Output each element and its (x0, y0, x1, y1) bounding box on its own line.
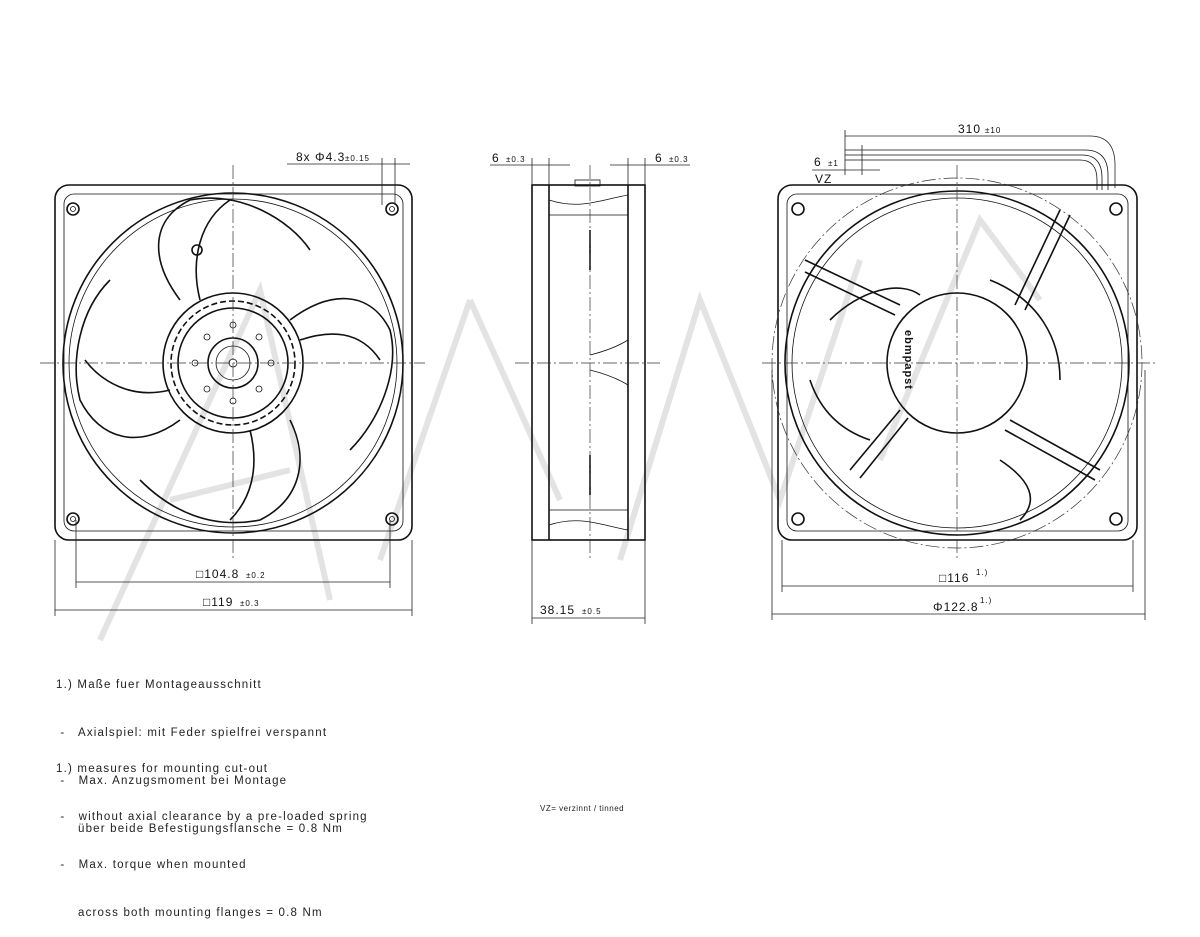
hole-spacing-dimension: □104.8 (196, 567, 239, 581)
front-view-inlet (40, 165, 425, 560)
strip-tolerance: ±1 (828, 159, 839, 168)
frame-tolerance: ±0.3 (240, 599, 260, 608)
note-title: 1.) measures for mounting cut-out (56, 763, 269, 775)
cable (845, 149, 1109, 190)
cutout-square-ref: 1.) (976, 568, 988, 577)
watermark (97, 214, 1043, 642)
note-line: across both mounting flanges = 0.8 Nm (56, 907, 323, 919)
note-line: - Axialspiel: mit Feder spielfrei verspa… (56, 727, 328, 739)
depth-tolerance: ±0.5 (582, 607, 602, 616)
struts (804, 209, 1101, 481)
holes-tolerance: ±0.15 (345, 154, 370, 163)
side-view (515, 165, 660, 560)
dimensions: 8x Φ4.3 ±0.15 6 ±0.3 6 ±0.3 □104.8 ±0.2 … (54, 122, 1146, 624)
brand-label: ebmpapst (902, 330, 914, 390)
notes-english: 1.) measures for mounting cut-out - with… (56, 729, 368, 937)
mounting-hole (66, 202, 399, 526)
frame-dimension: □119 (203, 595, 233, 609)
cutout-diameter-ref: 1.) (980, 596, 992, 605)
depth-dimension: 38.15 (540, 603, 575, 617)
side-right-tolerance: ±0.3 (669, 155, 689, 164)
cable-length-tolerance: ±10 (985, 126, 1001, 135)
strip-dimension: 6 (814, 155, 822, 169)
mounting-hole (791, 202, 1123, 526)
holes-dimension: 8x Φ4.3 (296, 150, 345, 164)
strip-note: VZ (815, 172, 832, 186)
footer-note: VZ= verzinnt / tinned (540, 804, 625, 813)
cutout-square-dimension: □116 (939, 571, 969, 585)
back-view-outlet: ebmpapst (762, 149, 1155, 560)
side-left-tolerance: ±0.3 (506, 155, 526, 164)
cutout-diameter-dimension: Φ122.8 (933, 600, 979, 614)
hole-spacing-tolerance: ±0.2 (246, 571, 266, 580)
note-line: - without axial clearance by a pre-loade… (56, 811, 368, 823)
cable-length-dimension: 310 (958, 122, 981, 136)
note-line: - Max. torque when mounted (56, 859, 247, 871)
side-right-dimension: 6 (655, 151, 663, 165)
note-title: 1.) Maße fuer Montageausschnitt (56, 679, 262, 691)
side-left-dimension: 6 (492, 151, 500, 165)
fan-technical-drawing: ebmpapst 8x Φ4.3 ±0.15 6 ±0.3 6 ±0.3 □10… (40, 122, 1155, 642)
note-line: - Max. Anzugsmoment bei Montage (56, 775, 288, 787)
fan-blades (75, 197, 394, 524)
